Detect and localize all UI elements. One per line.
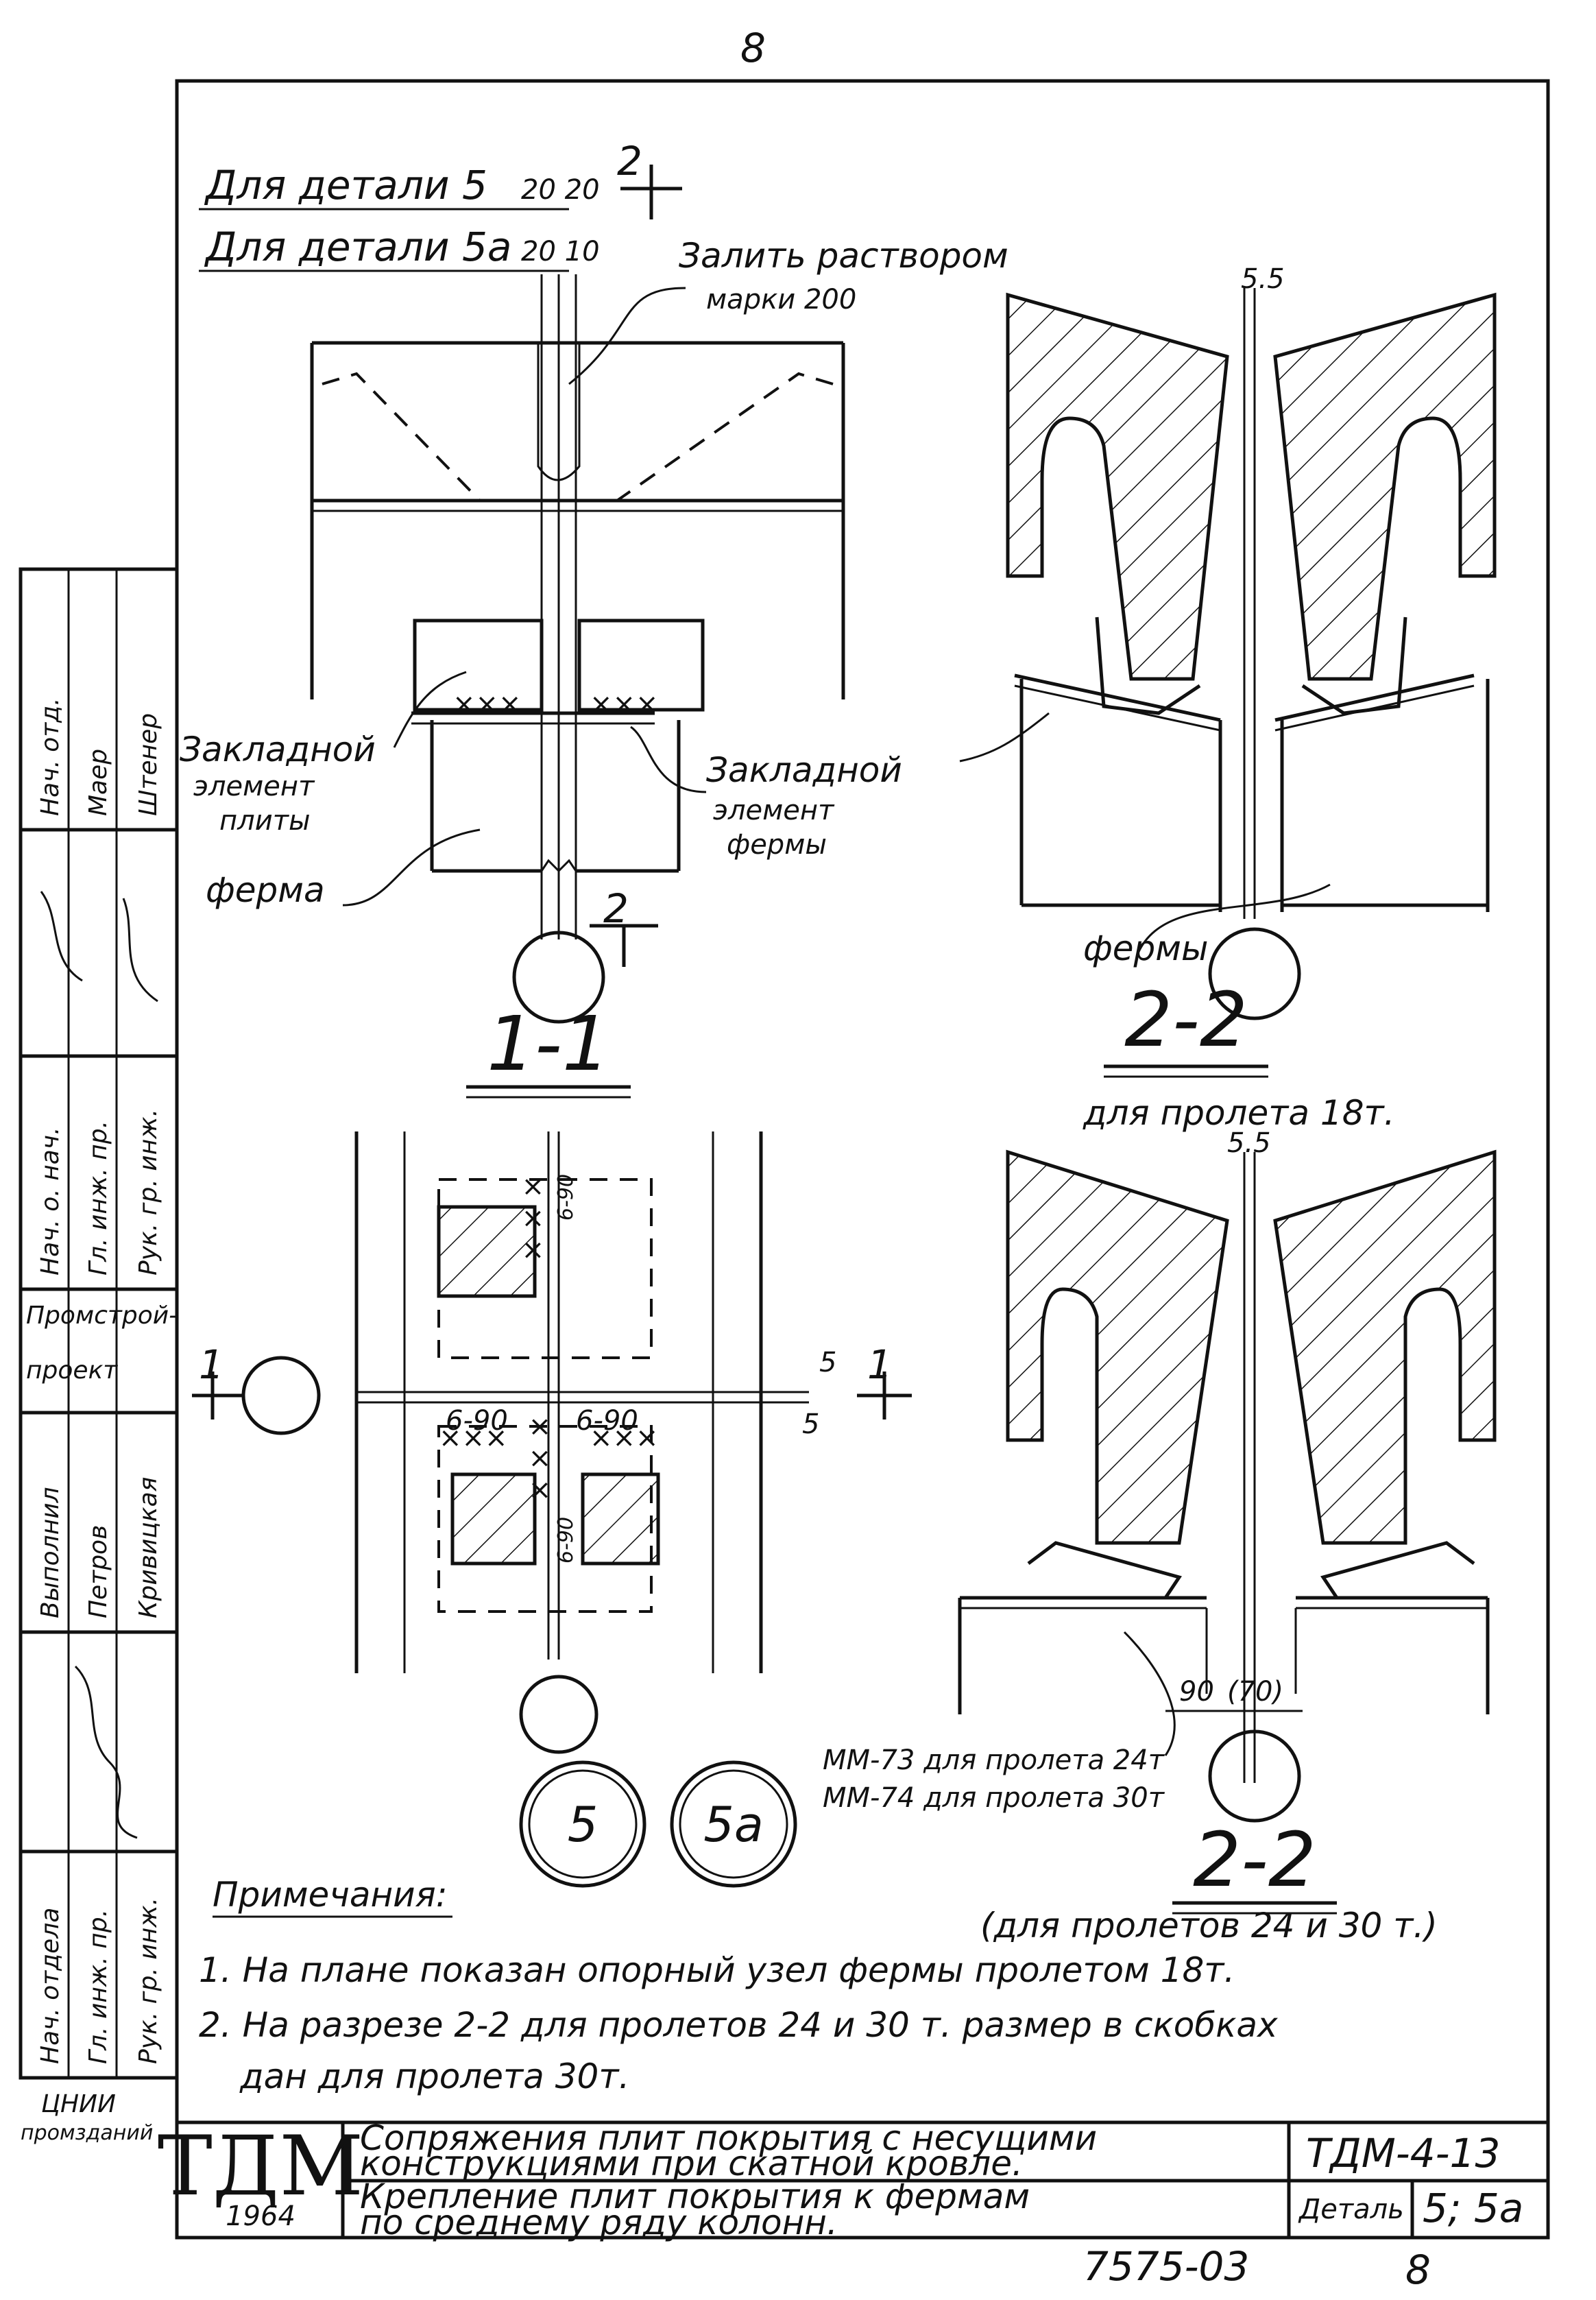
label-for-detail-5: Для детали 5	[204, 162, 487, 208]
svg-text:×××: ×××	[439, 1422, 508, 1454]
label-fill-mortar-1: Залить раствором	[679, 236, 1008, 276]
section-2-2-18m: 5.5 фермы 2-2 для пролета 18т.	[959, 263, 1497, 1133]
weld-label-1: 6-90	[446, 1405, 508, 1437]
label-mm73: ММ-73 для пролета 24т	[823, 1745, 1165, 1776]
detail-5a-marker: 5а	[703, 1797, 763, 1853]
plan-view: × × × × × × ××× ××× 6-90 6-90 6-90 6-90 …	[192, 1131, 912, 1754]
stamp-col4-1: Маер	[84, 749, 112, 816]
detail-value: 5; 5а	[1423, 2185, 1523, 2231]
section-2-2-24-30m-caption: (для пролетов 24 и 30 т.)	[980, 1906, 1438, 1945]
series-code: ТДМ-4-13	[1306, 2130, 1500, 2177]
label-truss: ферма	[206, 870, 325, 910]
label-mm74: ММ-74 для пролета 30т	[823, 1782, 1165, 1814]
stamp-col3-2: Рук. гр. инж.	[134, 1109, 162, 1275]
svg-text:×××: ×××	[590, 1422, 659, 1454]
plan-cut-right: 1	[867, 1341, 893, 1388]
title-year: 1964	[226, 2201, 295, 2232]
stamp-col3-0: Нач. о. нач.	[36, 1127, 64, 1275]
side-stamp: Нач. отд. Маер Штенер Нач. о. нач. Гл. и…	[19, 567, 179, 2145]
page-number-bottom: 8	[1405, 2247, 1431, 2293]
weld-label-4: 6-90	[554, 1517, 578, 1564]
stamp-col1-2: Рук. гр. инж.	[134, 1897, 162, 2064]
stamp-col2-0: Выполнил	[36, 1487, 64, 1618]
desc-line-1: Крепление плит покрытия к фермам	[360, 2177, 1030, 2216]
label-trusses: фермы	[1083, 929, 1208, 968]
label-embed-truss-2: элемент	[713, 795, 835, 826]
plan-gap-2: 5	[802, 1409, 819, 1440]
stamp-col4-2: Штенер	[134, 713, 162, 816]
title-block: ТДМ 1964 Сопряжения плит покрытия с несу…	[158, 2118, 1548, 2242]
section-1-1: Для детали 5 20 20 Для детали 5а 20 10 2…	[180, 138, 1008, 1099]
weld-label-3: 6-90	[554, 1174, 578, 1221]
section-1-1-title: 1-1	[487, 1000, 610, 1088]
label-for-detail-5a-dims: 20 10	[521, 236, 600, 267]
detail-5-marker: 5	[568, 1797, 598, 1853]
archive-number: 7575-03	[1083, 2243, 1249, 2290]
label-for-detail-5a: Для детали 5а	[204, 224, 511, 270]
label-embed-truss-1: Закладной	[706, 750, 902, 790]
stamp-col1-0: Нач. отдела	[36, 1908, 64, 2064]
label-embed-truss-3: фермы	[727, 829, 827, 861]
stamp-col3-1: Гл. инж. пр.	[84, 1121, 112, 1275]
svg-text:×××: ×××	[452, 688, 522, 720]
svg-text:×××: ×××	[590, 688, 659, 720]
label-fill-mortar-2: марки 200	[706, 284, 856, 315]
title-line-2: конструкциями при скатной кровле.	[360, 2144, 1023, 2183]
section-2-2-24-30m: 5.5 90 (70) ММ-73 для пролета 24т ММ-74 …	[823, 1127, 1497, 1945]
weld-label-2: 6-90	[576, 1405, 638, 1437]
stamp-institute-2: проект	[26, 1356, 118, 1385]
gap-label-top: 5.5	[1241, 263, 1285, 295]
notes-line3: дан для пролета 30т.	[239, 2057, 629, 2096]
dim-70: (70)	[1227, 1676, 1283, 1708]
notes-line2: 2. На разрезе 2-2 для пролетов 24 и 30 т…	[199, 2005, 1278, 2045]
label-for-detail-5-dims: 20 20	[521, 174, 600, 206]
stamp-col2-2: Кривицкая	[134, 1477, 162, 1618]
dim-90: 90	[1179, 1676, 1214, 1708]
notes-header: Примечания:	[213, 1875, 448, 1915]
stamp-col2-1: Петров	[84, 1525, 112, 1618]
section-2-2-18m-title: 2-2	[1124, 976, 1248, 1064]
detail-label: Деталь	[1298, 2194, 1404, 2225]
title-line-1: Сопряжения плит покрытия с несущими	[360, 2118, 1097, 2158]
stamp-col4-0: Нач. отд.	[36, 697, 64, 816]
desc-line-2: по среднему ряду колонн.	[360, 2203, 838, 2242]
stamp-org: ЦНИИ	[41, 2090, 116, 2118]
label-embed-plate-1: Закладной	[180, 730, 376, 769]
label-embed-plate-2: элемент	[193, 771, 315, 802]
svg-text:× × ×: × × ×	[517, 1175, 548, 1262]
cut-mark-top: 2	[617, 138, 642, 184]
stamp-institute-1: Промстрой-	[26, 1302, 178, 1330]
plan-gap: 5	[819, 1347, 836, 1378]
page-number-top: 8	[740, 25, 766, 71]
section-2-2-24-30m-title: 2-2	[1193, 1816, 1316, 1904]
title-logo: ТДМ	[158, 2119, 363, 2214]
stamp-col1-1: Гл. инж. пр.	[84, 1909, 112, 2064]
svg-text:× × ×: × × ×	[524, 1415, 555, 1502]
section-2-2-18m-caption: для пролета 18т.	[1083, 1093, 1395, 1133]
stamp-org-2: промзданий	[21, 2121, 153, 2145]
detail-markers: 5 5а	[519, 1760, 797, 1888]
notes: Примечания: 1. На плане показан опорный …	[199, 1875, 1278, 2096]
gap-label-mid: 5.5	[1227, 1127, 1271, 1159]
notes-line1: 1. На плане показан опорный узел фермы п…	[199, 1950, 1235, 1990]
label-embed-plate-3: плиты	[219, 805, 311, 837]
